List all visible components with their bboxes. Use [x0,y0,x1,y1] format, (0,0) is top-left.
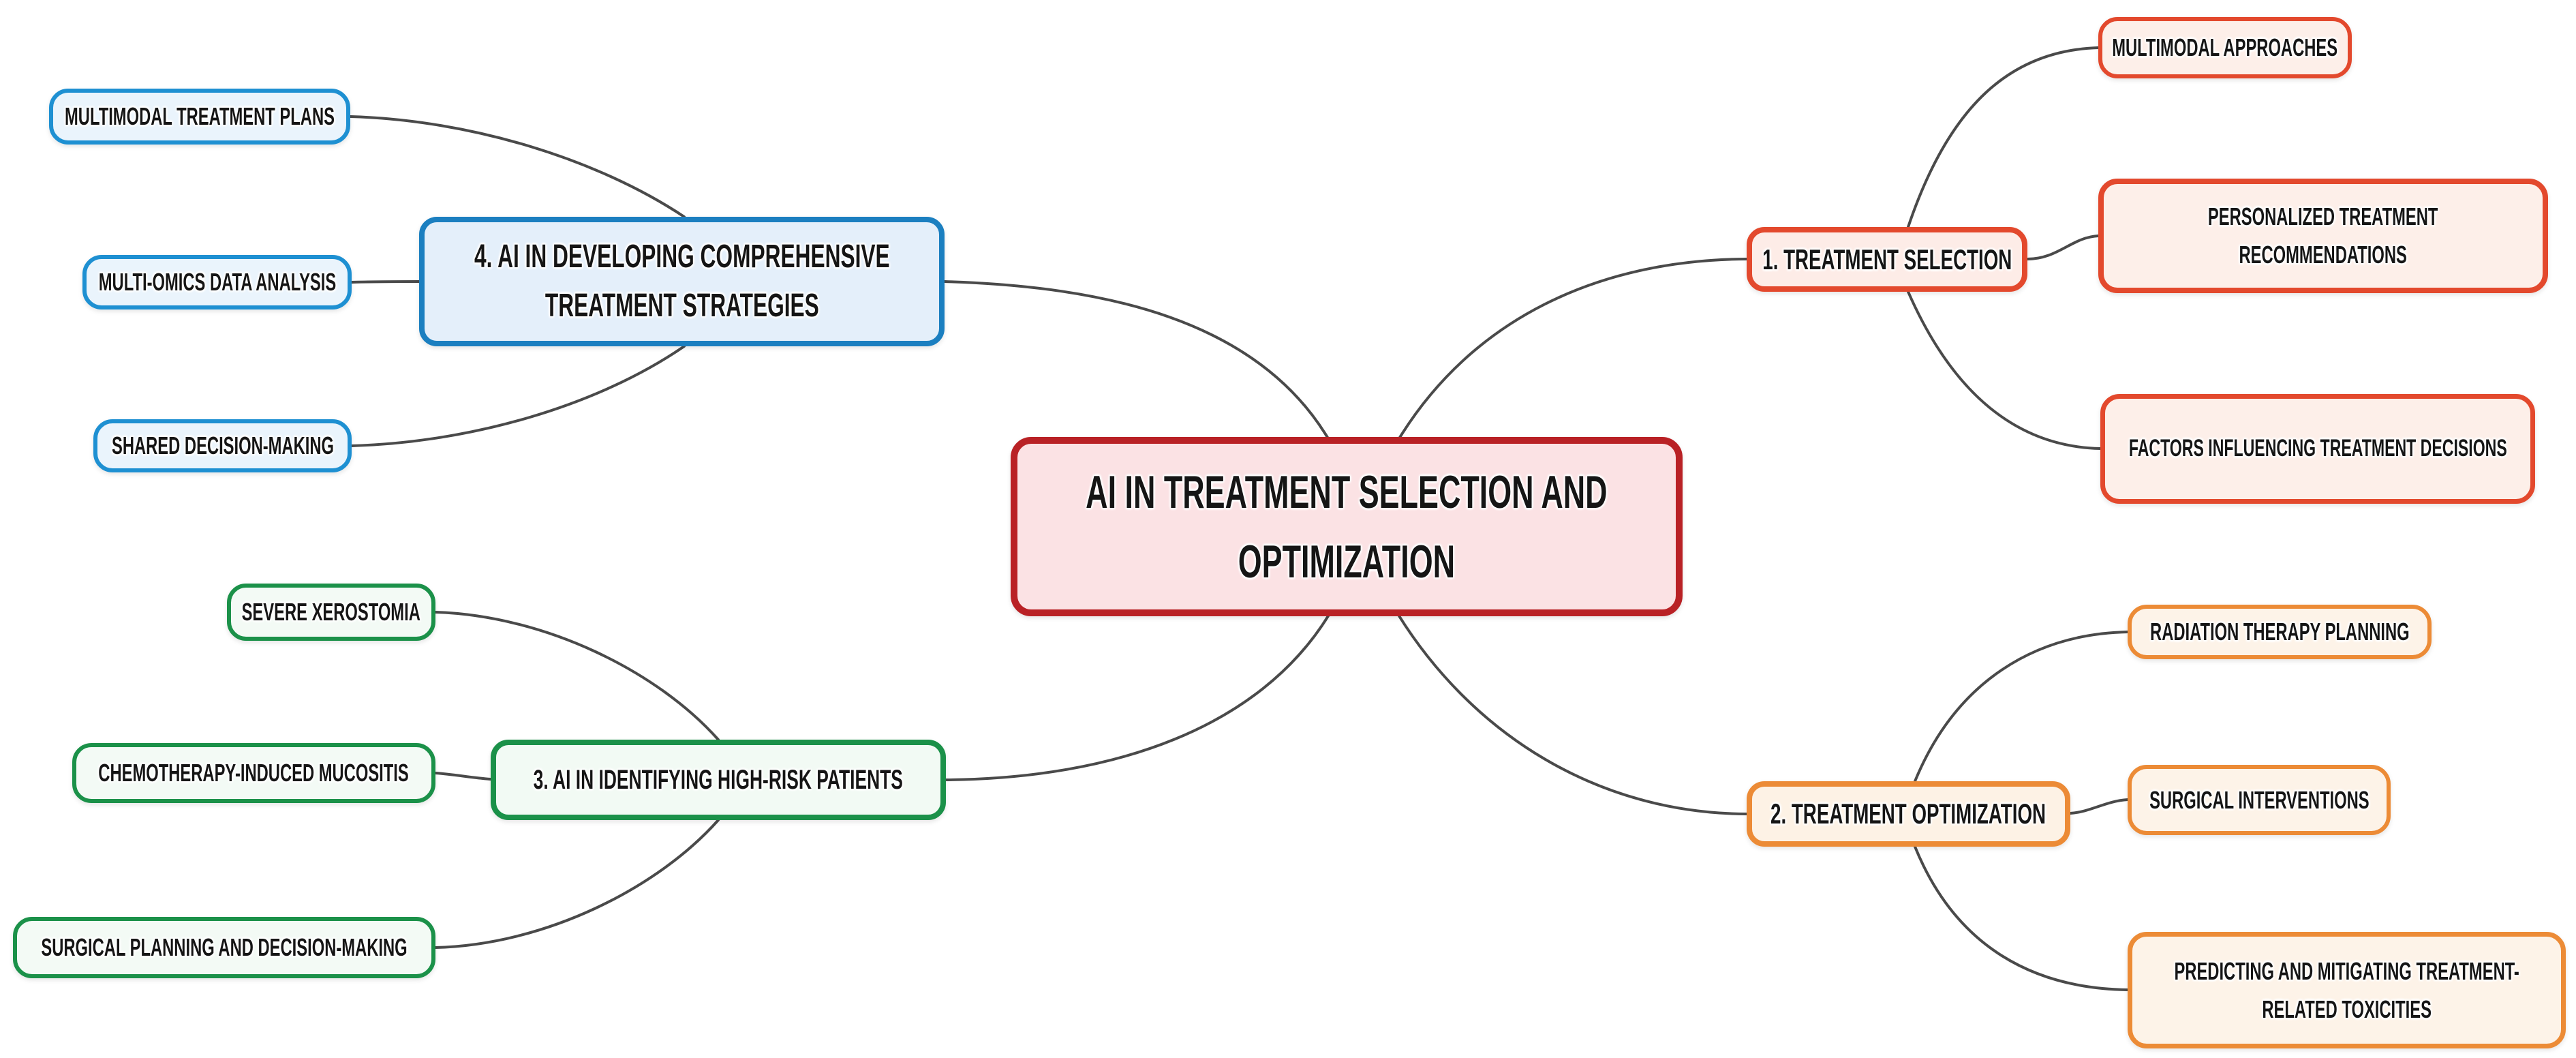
connector-b1-child1 [1907,46,2100,228]
chemotherapy-induced-mucositis-label: CHEMOTHERAPY-INDUCED MUCOSITIS [98,759,410,787]
treatment-selection-label: 1. TREATMENT SELECTION [1762,243,2012,275]
connector-b2-child3 [1914,845,2129,991]
connector-center-branch4 [943,280,1330,441]
node-multimodal-treatment-plans: MULTIMODAL TREATMENT PLANS [49,89,350,145]
node-predicting-mitigating-toxicities: PREDICTING AND MITIGATING TREATMENT- REL… [2128,932,2566,1048]
connector-b2-child1 [1914,631,2129,783]
node-identifying-high-risk-patients: 3. AI IN IDENTIFYING HIGH-RISK PATIENTS [491,740,946,820]
predicting-mitigating-toxicities-label: PREDICTING AND MITIGATING TREATMENT- REL… [2174,956,2519,1023]
central-topic-label: AI IN TREATMENT SELECTION AND OPTIMIZATI… [1086,466,1608,588]
developing-comprehensive-strategies-label: 4. AI IN DEVELOPING COMPREHENSIVE TREATM… [474,239,890,324]
node-chemotherapy-induced-mucositis: CHEMOTHERAPY-INDUCED MUCOSITIS [72,743,435,803]
connector-b4-child3 [350,345,686,447]
treatment-optimization-label: 2. TREATMENT OPTIMIZATION [1770,798,2046,830]
node-surgical-planning-decision-making: SURGICAL PLANNING AND DECISION-MAKING [13,917,435,978]
node-treatment-selection: 1. TREATMENT SELECTION [1747,227,2027,292]
surgical-interventions-label: SURGICAL INTERVENTIONS [2149,785,2370,814]
severe-xerostomia-label: SEVERE XEROSTOMIA [241,598,421,626]
connector-center-branch3 [945,614,1330,781]
node-treatment-optimization: 2. TREATMENT OPTIMIZATION [1747,781,2070,847]
connector-b1-child3 [1907,290,2102,450]
connector-b3-child1 [434,611,720,741]
node-radiation-therapy-planning: RADIATION THERAPY PLANNING [2128,605,2432,659]
connector-b2-child2 [2069,798,2129,815]
multimodal-approaches-label: MULTIMODAL APPROACHES [2112,33,2338,62]
node-shared-decision-making: SHARED DECISION-MAKING [93,419,352,472]
connector-b3-child2 [434,772,492,781]
multi-omics-data-analysis-label: MULTI-OMICS DATA ANALYSIS [98,268,336,297]
node-factors-influencing-treatment-decisions: FACTORS INFLUENCING TREATMENT DECISIONS [2100,394,2535,504]
node-multi-omics-data-analysis: MULTI-OMICS DATA ANALYSIS [82,255,352,309]
connector-center-branch2 [1397,614,1748,815]
multimodal-treatment-plans-label: MULTIMODAL TREATMENT PLANS [65,102,335,131]
connector-b1-child2 [2026,235,2100,260]
node-surgical-interventions: SURGICAL INTERVENTIONS [2128,765,2391,835]
connector-b3-child3 [434,819,720,949]
node-developing-comprehensive-strategies: 4. AI IN DEVELOPING COMPREHENSIVE TREATM… [419,217,945,346]
node-severe-xerostomia: SEVERE XEROSTOMIA [227,584,435,641]
surgical-planning-decision-making-label: SURGICAL PLANNING AND DECISION-MAKING [41,933,408,962]
personalized-treatment-recommendations-label: PERSONALIZED TREATMENT RECOMMENDATIONS [2208,202,2438,269]
shared-decision-making-label: SHARED DECISION-MAKING [111,432,334,460]
factors-influencing-treatment-decisions-label: FACTORS INFLUENCING TREATMENT DECISIONS [2128,435,2507,462]
node-central-topic: AI IN TREATMENT SELECTION AND OPTIMIZATI… [1011,437,1683,616]
radiation-therapy-planning-label: RADIATION THERAPY PLANNING [2149,618,2410,646]
node-multimodal-approaches: MULTIMODAL APPROACHES [2098,17,2352,78]
node-personalized-treatment-recommendations: PERSONALIZED TREATMENT RECOMMENDATIONS [2098,179,2548,293]
connector-b4-child1 [349,115,686,218]
connector-center-branch1 [1397,258,1748,441]
identifying-high-risk-patients-label: 3. AI IN IDENTIFYING HIGH-RISK PATIENTS [533,764,904,795]
